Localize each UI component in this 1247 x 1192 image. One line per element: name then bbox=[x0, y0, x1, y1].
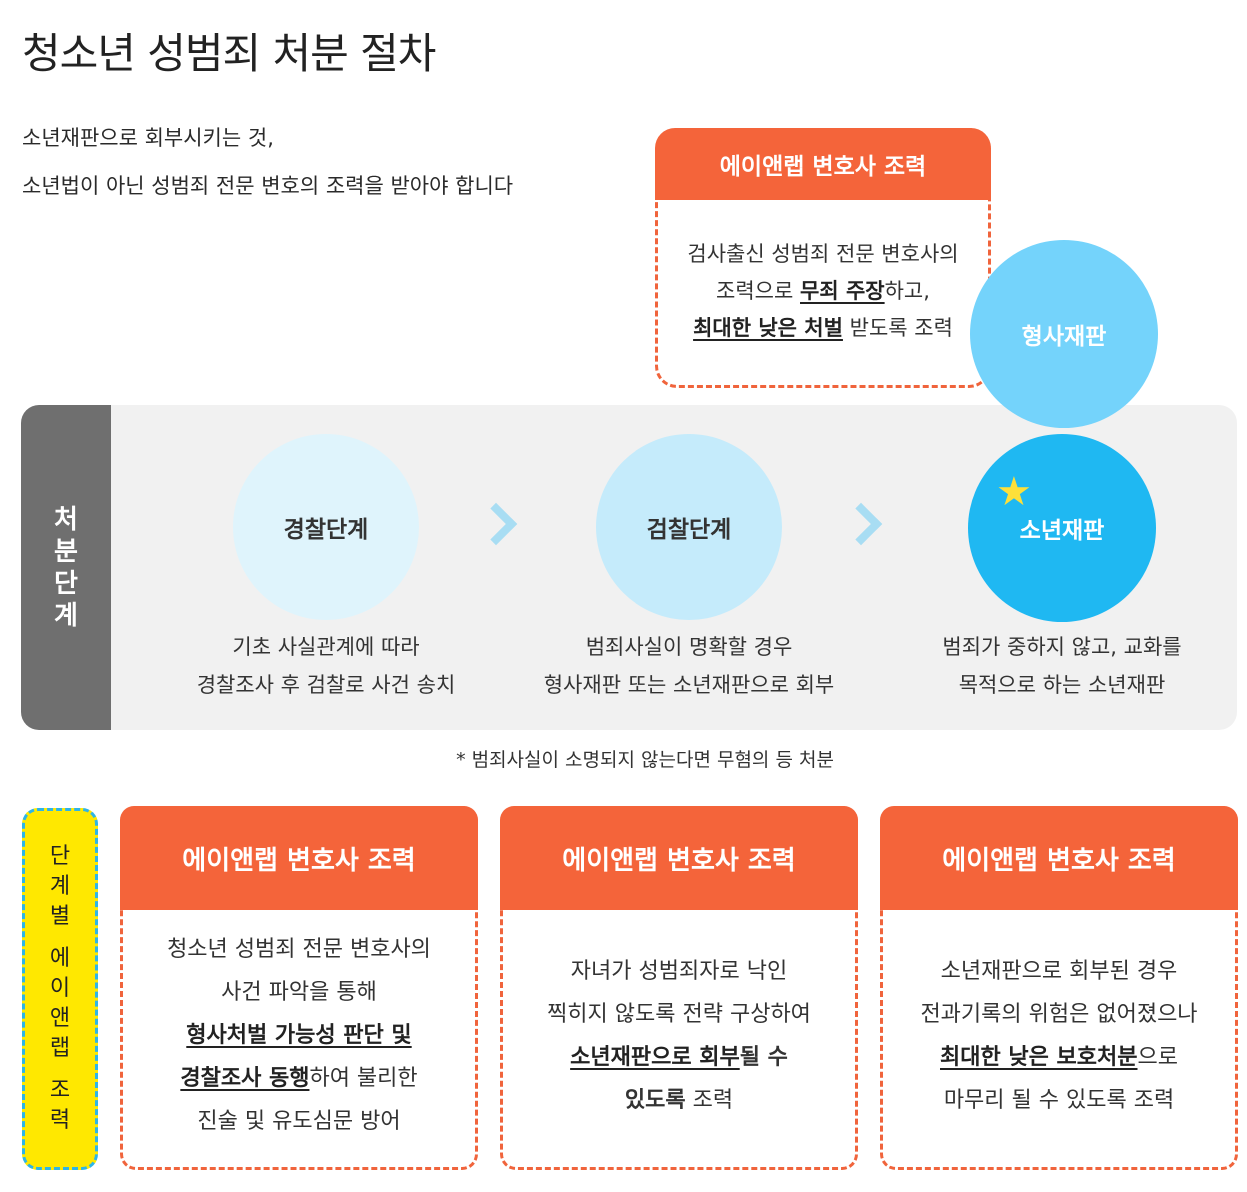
intro-line-1: 소년재판으로 회부시키는 것, bbox=[22, 126, 274, 150]
juvenile-trial-label: 소년재판 bbox=[1019, 518, 1105, 544]
top-box-line-2c: 하고, bbox=[884, 279, 930, 303]
top-box-line-2: 조력으로 무죄 주장하고, bbox=[665, 273, 981, 310]
side-label-char: 단 bbox=[49, 844, 71, 869]
prosecution-stage-label: 검찰단계 bbox=[646, 517, 732, 543]
juvenile-desc-line-1: 범죄가 중하지 않고, 교화를 bbox=[942, 635, 1182, 659]
card-header: 에이앤랩 변호사 조력 bbox=[120, 806, 478, 910]
band-label-char: 처 bbox=[54, 504, 78, 535]
juvenile-trial-circle: 소년재판 bbox=[968, 434, 1156, 622]
card-line: 형사처벌 가능성 판단 및 bbox=[130, 1014, 468, 1057]
top-box-highlight-acquittal: 무죄 주장 bbox=[800, 279, 885, 303]
side-label-char: 랩 bbox=[49, 1036, 71, 1061]
card-body: 청소년 성범죄 전문 변호사의 사건 파악을 통해 형사처벌 가능성 판단 및 … bbox=[130, 928, 468, 1143]
card-line: 청소년 성범죄 전문 변호사의 bbox=[167, 937, 431, 962]
criminal-trial-circle: 형사재판 bbox=[970, 240, 1158, 428]
side-label-char: 조 bbox=[49, 1078, 71, 1103]
card-line: 사건 파악을 통해 bbox=[221, 980, 377, 1005]
juvenile-trial-desc: 범죄가 중하지 않고, 교화를 목적으로 하는 소년재판 bbox=[912, 628, 1212, 704]
page-title: 청소년 성범죄 처분 절차 bbox=[22, 29, 436, 78]
top-box-line-3: 최대한 낮은 처벌 받도록 조력 bbox=[665, 310, 981, 347]
band-label-char: 단 bbox=[54, 568, 78, 599]
star-icon: ★ bbox=[996, 469, 1032, 515]
card-line: 경찰조사 동행하여 불리한 bbox=[130, 1057, 468, 1100]
top-box-line-2a: 조력으로 bbox=[716, 279, 801, 303]
card-line: 찍히지 않도록 전략 구상하여 bbox=[547, 1002, 811, 1027]
band-label-char: 분 bbox=[54, 536, 78, 567]
top-box-body: 검사출신 성범죄 전문 변호사의 조력으로 무죄 주장하고, 최대한 낮은 처벌… bbox=[665, 236, 981, 347]
card-line: 최대한 낮은 보호처분으로 bbox=[890, 1036, 1228, 1079]
side-label-char: 이 bbox=[49, 976, 71, 1001]
side-label-char: 계 bbox=[49, 874, 71, 899]
lawyer-card-juvenile: 에이앤랩 변호사 조력 소년재판으로 회부된 경우 전과기록의 위험은 없어졌으… bbox=[880, 806, 1238, 1170]
card-line: 있도록 조력 bbox=[510, 1079, 848, 1122]
card-body: 자녀가 성범죄자로 낙인 찍히지 않도록 전략 구상하여 소년재판으로 회부될 … bbox=[510, 950, 848, 1122]
card-line: 소년재판으로 회부된 경우 bbox=[940, 959, 1178, 984]
card-text: 될 수 bbox=[739, 1045, 788, 1070]
top-box-line-1: 검사출신 성범죄 전문 변호사의 bbox=[687, 242, 959, 266]
top-box-header: 에이앤랩 변호사 조력 bbox=[655, 128, 991, 200]
card-highlight: 소년재판으로 회부 bbox=[570, 1045, 740, 1070]
card-text: 조력 bbox=[685, 1088, 734, 1113]
card-highlight: 최대한 낮은 보호처분 bbox=[940, 1045, 1138, 1070]
prosecution-stage-circle: 검찰단계 bbox=[596, 434, 782, 620]
police-desc-line-2: 경찰조사 후 검찰로 사건 송치 bbox=[196, 673, 456, 697]
police-stage-label: 경찰단계 bbox=[283, 517, 369, 543]
police-stage-circle: 경찰단계 bbox=[233, 434, 419, 620]
side-label-char: 력 bbox=[49, 1108, 71, 1133]
card-highlight: 형사처벌 가능성 판단 및 bbox=[186, 1023, 412, 1048]
intro-text: 소년재판으로 회부시키는 것, 소년법이 아닌 성범죄 전문 변호의 조력을 받… bbox=[22, 114, 513, 210]
side-label: 단 계 별 에 이 앤 랩 조 력 bbox=[22, 808, 98, 1170]
card-text: 있도록 bbox=[624, 1088, 686, 1113]
lawyer-card-prosecution: 에이앤랩 변호사 조력 자녀가 성범죄자로 낙인 찍히지 않도록 전략 구상하여… bbox=[500, 806, 858, 1170]
police-desc-line-1: 기초 사실관계에 따라 bbox=[232, 635, 420, 659]
prosecution-desc-line-2: 형사재판 또는 소년재판으로 회부 bbox=[543, 673, 835, 697]
top-lawyer-box: 에이앤랩 변호사 조력 검사출신 성범죄 전문 변호사의 조력으로 무죄 주장하… bbox=[655, 128, 991, 388]
side-label-char: 별 bbox=[49, 904, 71, 929]
prosecution-desc-line-1: 범죄사실이 명확할 경우 bbox=[585, 635, 793, 659]
card-line: 진술 및 유도심문 방어 bbox=[197, 1109, 401, 1134]
juvenile-desc-line-2: 목적으로 하는 소년재판 bbox=[958, 673, 1166, 697]
card-line: 소년재판으로 회부될 수 bbox=[510, 1036, 848, 1079]
band-label-char: 계 bbox=[54, 600, 78, 631]
card-body: 소년재판으로 회부된 경우 전과기록의 위험은 없어졌으나 최대한 낮은 보호처… bbox=[890, 950, 1228, 1122]
side-label-char: 에 bbox=[49, 946, 71, 971]
top-box-highlight-min-penalty: 최대한 낮은 처벌 bbox=[693, 316, 843, 340]
card-line: 전과기록의 위험은 없어졌으나 bbox=[920, 1002, 1198, 1027]
intro-line-2: 소년법이 아닌 성범죄 전문 변호의 조력을 받아야 합니다 bbox=[22, 174, 514, 198]
card-line: 마무리 될 수 있도록 조력 bbox=[943, 1088, 1175, 1113]
police-stage-desc: 기초 사실관계에 따라 경찰조사 후 검찰로 사건 송치 bbox=[176, 628, 476, 704]
side-label-char: 앤 bbox=[49, 1006, 71, 1031]
card-header: 에이앤랩 변호사 조력 bbox=[880, 806, 1238, 910]
prosecution-stage-desc: 범죄사실이 명확할 경우 형사재판 또는 소년재판으로 회부 bbox=[529, 628, 849, 704]
top-box-line-3b: 받도록 조력 bbox=[842, 316, 953, 340]
lawyer-card-police: 에이앤랩 변호사 조력 청소년 성범죄 전문 변호사의 사건 파악을 통해 형사… bbox=[120, 806, 478, 1170]
card-header: 에이앤랩 변호사 조력 bbox=[500, 806, 858, 910]
card-text: 하여 불리한 bbox=[309, 1066, 418, 1091]
footnote: * 범죄사실이 소명되지 않는다면 무혐의 등 처분 bbox=[456, 749, 834, 771]
card-text: 으로 bbox=[1137, 1045, 1178, 1070]
card-line: 자녀가 성범죄자로 낙인 bbox=[570, 959, 788, 984]
stage-band-label: 처 분 단 계 bbox=[21, 405, 111, 730]
criminal-trial-label: 형사재판 bbox=[1021, 324, 1107, 350]
card-highlight: 경찰조사 동행 bbox=[180, 1066, 310, 1091]
